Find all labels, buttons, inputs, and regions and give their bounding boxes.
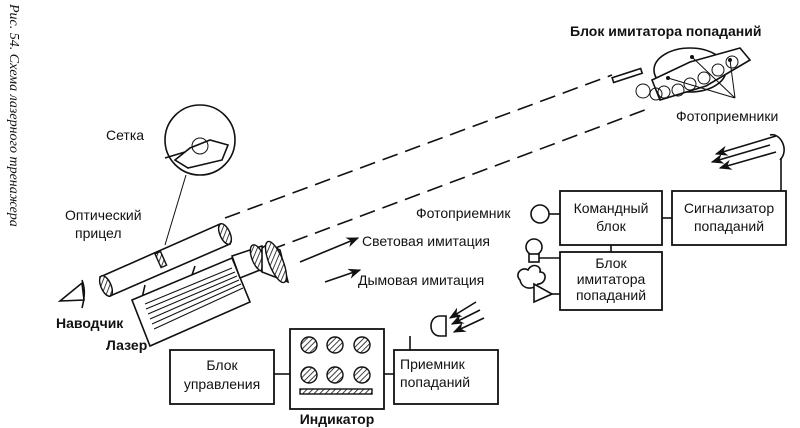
light-imitation-label: Световая имитация <box>362 233 490 249</box>
svg-text:Рис. 54. Схема лазерного трена: Рис. 54. Схема лазерного тренажера <box>6 3 21 227</box>
svg-text:Блок: Блок <box>206 357 238 373</box>
beam-arrow-2 <box>324 268 362 283</box>
optical-sight-label-1: Оптический <box>65 207 142 223</box>
svg-text:Приемник: Приемник <box>400 356 466 372</box>
svg-text:попаданий: попаданий <box>694 218 764 234</box>
control-block: Блок управления <box>169 349 275 405</box>
beam-middle <box>269 107 651 251</box>
photoreceiver-icon <box>530 204 550 224</box>
figure-caption: Рис. 54. Схема лазерного тренажера <box>6 3 21 227</box>
svg-text:Блок: Блок <box>595 255 627 271</box>
indicator-lamp <box>353 336 371 354</box>
indicator-label: Индикатор <box>300 411 375 427</box>
eye-icon <box>57 279 86 309</box>
light-bulb-icon <box>525 238 562 263</box>
hit-receiver-block: Приемник попаданий <box>393 349 499 405</box>
optical-sight-label-2: прицел <box>75 225 122 241</box>
laser-icon <box>130 240 290 348</box>
indicator-block <box>289 328 385 410</box>
svg-text:управления: управления <box>184 376 260 392</box>
beam-upper <box>224 74 613 219</box>
smoke-generator-icon <box>517 264 562 304</box>
svg-text:попаданий: попаданий <box>400 374 470 390</box>
svg-text:Командный: Командный <box>574 200 649 216</box>
target-tank-icon <box>611 47 752 101</box>
svg-text:попаданий: попаданий <box>576 287 646 303</box>
gunner-label: Наводчик <box>56 315 124 331</box>
beam-arrow-1 <box>299 237 360 263</box>
target-block-label: Блок имитатора попаданий <box>570 23 761 39</box>
smoke-imitation-label: Дымовая имитация <box>358 272 484 288</box>
optical-sight-icon <box>98 222 233 299</box>
reticle-label: Сетка <box>106 127 144 143</box>
laser-label: Лазер <box>106 337 147 353</box>
hit-imitator-block: Блок имитатора попаданий <box>559 251 663 311</box>
photoreceivers-label: Фотоприемники <box>676 108 778 124</box>
reticle-icon <box>164 104 236 246</box>
laser-beams <box>224 74 651 283</box>
indicator-lamp <box>300 366 318 384</box>
indicator-lamp <box>300 336 318 354</box>
indicator-lamp <box>353 366 371 384</box>
receiver-sensor-icon <box>409 301 485 350</box>
command-block: Командный блок <box>559 190 663 246</box>
indicator-lamp <box>326 366 344 384</box>
hit-signaller-block: Сигнализатор попаданий <box>671 190 787 246</box>
photoreceiver-label: Фотоприемник <box>416 205 511 221</box>
svg-text:имитатора: имитатора <box>577 271 646 287</box>
indicator-bar <box>299 388 373 395</box>
incoming-signal-arrows <box>710 134 785 192</box>
svg-text:Сигнализатор: Сигнализатор <box>684 200 774 216</box>
indicator-lamp <box>326 336 344 354</box>
svg-text:блок: блок <box>596 218 627 234</box>
